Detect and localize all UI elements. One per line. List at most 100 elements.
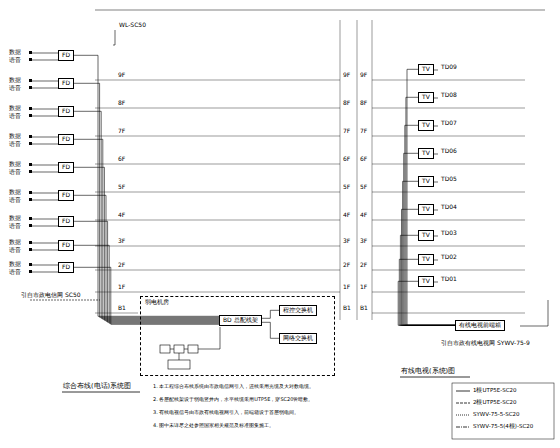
floor-mark: 1F xyxy=(359,284,368,291)
cable-connector xyxy=(74,83,219,317)
outlet-code: TD04 xyxy=(440,204,458,211)
floor-distribution-box: FD xyxy=(58,78,74,89)
outlet-symbol xyxy=(29,58,32,61)
wire-line xyxy=(372,192,525,193)
floor-distribution-box: FD xyxy=(58,106,74,117)
wire-line xyxy=(184,349,188,350)
wire-line xyxy=(32,272,58,273)
floor-mark: 8F xyxy=(117,100,126,107)
wire-line xyxy=(520,326,548,327)
legend-text: SYWV-75-5-SC20 xyxy=(473,411,520,417)
node-text: TV xyxy=(422,150,430,157)
outlet-type: 数据 xyxy=(8,161,22,168)
wire-line xyxy=(372,164,525,165)
node-text: FD xyxy=(62,80,70,87)
wire-line xyxy=(357,20,358,320)
node-text: 有线电视前端箱 xyxy=(459,322,501,329)
node-text: FD xyxy=(62,192,70,199)
wire-line xyxy=(95,10,545,11)
wire-line xyxy=(372,20,373,320)
tv-splitter-box: TV xyxy=(418,204,434,215)
outlet-symbol xyxy=(29,198,32,201)
outlet-code: TD01 xyxy=(440,276,458,283)
floor-distribution-box: FD xyxy=(58,240,74,251)
wire-line xyxy=(372,80,525,81)
wire-line xyxy=(32,144,58,145)
node-text: FD xyxy=(62,218,70,225)
outlet-type: 语音 xyxy=(8,57,22,64)
drawing-title: 综合布线(电话)系统图 xyxy=(62,383,132,390)
cable-connector xyxy=(74,139,219,319)
wire-line xyxy=(32,243,58,244)
drawing-title: 有线电视(系统)图 xyxy=(400,368,456,375)
floor-mark: 4F xyxy=(342,212,351,219)
wire-line xyxy=(32,193,58,194)
node-text: TV xyxy=(422,232,430,239)
cable-connector xyxy=(399,259,455,325)
outlet-symbol xyxy=(29,79,32,82)
wire-line xyxy=(95,220,340,221)
equipment-symbol xyxy=(160,345,170,353)
wire-line xyxy=(32,172,58,173)
wire-line xyxy=(95,80,340,81)
outlet-code: TD07 xyxy=(440,120,458,127)
outlet-code: TD02 xyxy=(440,254,458,261)
outlet-symbol xyxy=(29,86,32,89)
floor-mark: B1 xyxy=(359,305,369,312)
floor-mark: 6F xyxy=(342,156,351,163)
outlet-symbol xyxy=(29,114,32,117)
node-text: FD xyxy=(62,52,70,59)
outlet-type: 数据 xyxy=(8,215,22,222)
outlet-symbol xyxy=(29,270,32,273)
outlet-symbol xyxy=(29,135,32,138)
wire-line xyxy=(198,349,220,350)
design-note: 2. 各层配线架设于弱电竖井内，水平线缆采用UTP5E，穿SC20管暗敷。 xyxy=(152,397,326,403)
outlet-symbol xyxy=(29,142,32,145)
outlet-symbol xyxy=(29,107,32,110)
wire-line xyxy=(32,137,58,138)
equipment-symbol xyxy=(188,345,198,353)
cable-connector xyxy=(407,69,455,325)
cable-connector xyxy=(74,111,219,318)
outlet-type: 数据 xyxy=(8,77,22,84)
floor-mark: 5F xyxy=(359,184,368,191)
node-text: TV xyxy=(422,278,430,285)
outlet-symbol xyxy=(29,263,32,266)
tv-splitter-box: TV xyxy=(418,64,434,75)
wire-line xyxy=(95,192,340,193)
cable-connector xyxy=(74,221,219,322)
wire-line xyxy=(95,136,340,137)
wire-line xyxy=(32,109,58,110)
outlet-type: 语音 xyxy=(8,113,22,120)
floor-mark: 5F xyxy=(117,184,126,191)
wire-line xyxy=(456,427,470,428)
wire-line xyxy=(32,226,58,227)
switch-box: 程控交换机 xyxy=(279,305,317,316)
floor-mark: 9F xyxy=(342,72,351,79)
node-text: FD xyxy=(62,108,70,115)
wire-line xyxy=(32,60,58,61)
equipment-symbol xyxy=(168,360,190,369)
wire-line xyxy=(95,108,340,109)
wire-line xyxy=(95,270,340,271)
outlet-symbol xyxy=(29,224,32,227)
outlet-type: 数据 xyxy=(8,49,22,56)
cable-connector xyxy=(402,209,456,325)
outlet-type: 语音 xyxy=(8,247,22,254)
wire-line xyxy=(372,108,525,109)
outlet-symbol xyxy=(29,51,32,54)
tv-splitter-box: TV xyxy=(418,230,434,241)
incoming-note: 引自市政有线电视网 SYWV-75-9 xyxy=(440,340,531,347)
floor-distribution-box: FD xyxy=(58,134,74,145)
node-text: 网络交换机 xyxy=(283,335,313,342)
floor-mark: 7F xyxy=(117,128,126,135)
equipment-symbol xyxy=(174,345,184,353)
wire-line xyxy=(179,353,180,360)
wire-line xyxy=(32,250,58,251)
tv-splitter-box: TV xyxy=(418,254,434,265)
floor-mark: 7F xyxy=(359,128,368,135)
wire-line xyxy=(340,20,341,320)
floor-mark: 1F xyxy=(342,284,351,291)
